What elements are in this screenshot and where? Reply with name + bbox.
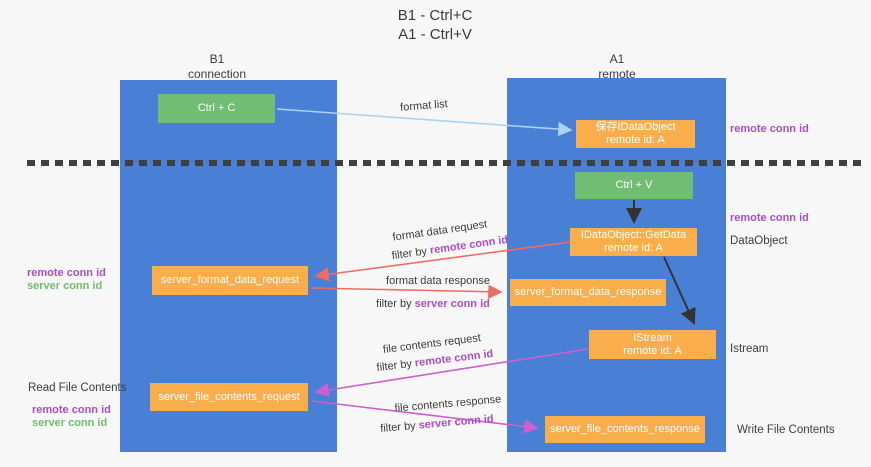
left-column-header: B1 connection — [157, 52, 277, 82]
left-column-name: B1 — [209, 52, 225, 66]
save-idataobject-line1: 保存IDataObject — [595, 121, 676, 133]
getdata-node: IDataObject::GetData remote id: A — [570, 228, 697, 256]
istream-side-label: Istream — [730, 343, 769, 355]
format-response-label: server_format_data_response — [514, 286, 662, 298]
left-remote-conn-id-1: remote conn id — [27, 267, 106, 279]
istream-line1: IStream — [633, 331, 672, 344]
right-remote-conn-id-1: remote conn id — [730, 123, 809, 135]
dataobject-label: DataObject — [730, 235, 788, 247]
left-server-conn-id-2: server conn id — [32, 417, 108, 429]
left-remote-conn-id-2: remote conn id — [32, 404, 111, 416]
format-request-node: server_format_data_request — [152, 266, 308, 295]
istream-line2: remote id: A — [623, 344, 682, 357]
save-idataobject-node: 保存IDataObject remote id: A — [576, 120, 695, 148]
filter-prefix-3: filter by — [375, 357, 416, 375]
filter-prefix-2: filter by — [376, 298, 415, 310]
diagram-title: B1 - Ctrl+C A1 - Ctrl+V — [330, 6, 540, 44]
server-conn-id-keyword-2: server conn id — [418, 413, 495, 432]
ctrl-c-label: Ctrl + C — [197, 102, 236, 114]
write-file-contents-label: Write File Contents — [737, 424, 835, 436]
session-divider — [27, 160, 861, 166]
right-remote-conn-id-2: remote conn id — [730, 212, 809, 224]
ctrl-v-label: Ctrl + V — [615, 179, 653, 191]
filter-by-server-1: filter by server conn id — [358, 298, 508, 311]
title-line-2: A1 - Ctrl+V — [398, 26, 472, 43]
ctrl-v-node: Ctrl + V — [575, 172, 693, 199]
right-column-role: remote — [598, 67, 636, 81]
left-server-conn-id-1: server conn id — [27, 280, 103, 292]
getdata-line2: remote id: A — [604, 242, 663, 254]
read-file-contents-label: Read File Contents — [28, 382, 127, 394]
filter-prefix-4: filter by — [379, 419, 420, 435]
format-list-label: format list — [399, 98, 449, 114]
right-column-name: A1 — [609, 52, 625, 66]
left-column-role: connection — [187, 67, 247, 81]
ctrl-c-node: Ctrl + C — [158, 94, 275, 123]
file-response-node: server_file_contents_response — [545, 416, 705, 443]
save-idataobject-line2: remote id: A — [606, 134, 665, 146]
getdata-line1: IDataObject::GetData — [580, 229, 687, 241]
format-response-arrow — [310, 284, 503, 299]
istream-node: IStream remote id: A — [589, 330, 716, 359]
file-request-node: server_file_contents_request — [150, 383, 308, 411]
format-request-label: server_format_data_request — [160, 274, 300, 286]
server-conn-id-keyword-1: server conn id — [414, 298, 490, 310]
file-request-label: server_file_contents_request — [158, 390, 300, 403]
right-column-header: A1 remote — [557, 52, 677, 82]
title-line-1: B1 - Ctrl+C — [397, 7, 473, 24]
format-data-response-label: format data response — [386, 275, 490, 287]
file-response-label: server_file_contents_response — [550, 423, 700, 435]
format-response-node: server_format_data_response — [510, 279, 666, 306]
filter-prefix-1: filter by — [390, 244, 431, 263]
